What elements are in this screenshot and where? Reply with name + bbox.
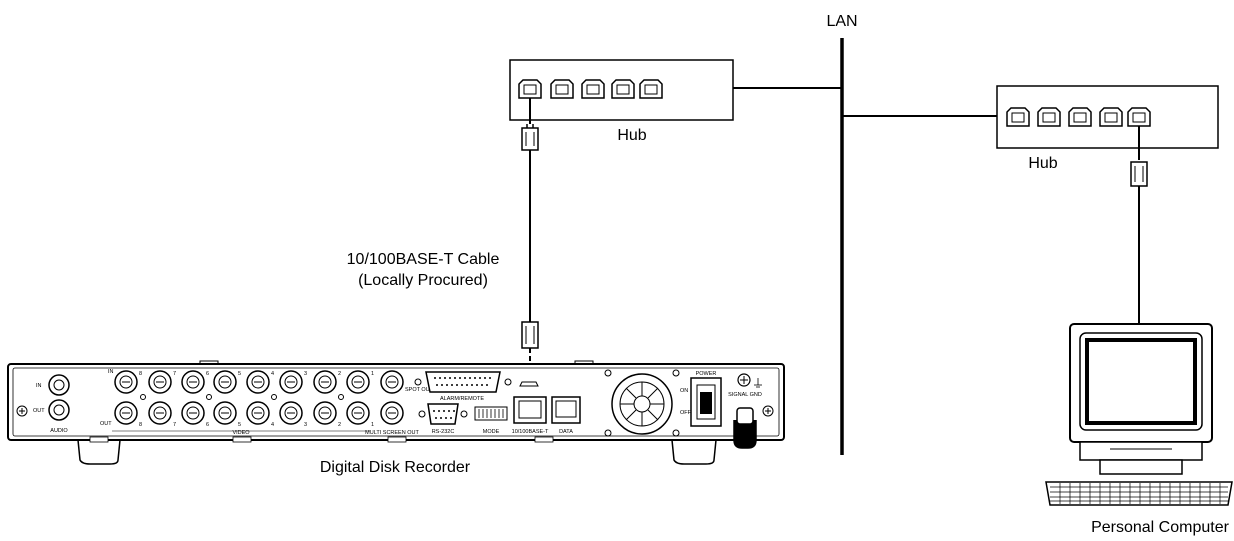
bnc-connector-icon: [246, 370, 270, 394]
screw-icon: [16, 405, 28, 417]
video-in-label: IN: [108, 369, 114, 375]
cable-label-line1: 10/100BASE-T Cable: [347, 251, 500, 268]
channel-numbers-top: 8 7 6 5 4 3 2 1: [139, 371, 374, 377]
channel-numbers-bottom: 8 7 6 5 4 3 2 1: [139, 422, 374, 428]
data-port: DATA: [551, 396, 581, 435]
audio-section: IN OUT AUDIO: [33, 374, 70, 434]
svg-text:7: 7: [173, 371, 176, 377]
hub-left-ports: [518, 79, 663, 99]
svg-text:8: 8: [139, 371, 142, 377]
lan-backbone: LAN: [733, 13, 997, 455]
alarm-remote-connector: ALARM/REMOTE: [414, 371, 512, 402]
video-out-label: OUT: [100, 421, 112, 427]
svg-text:5: 5: [238, 371, 241, 377]
svg-text:1: 1: [371, 422, 374, 428]
bnc-connector-icon: [148, 370, 172, 394]
svg-text:4: 4: [271, 422, 274, 428]
alarm-remote-label: ALARM/REMOTE: [440, 396, 484, 402]
bnc-connector-icon: [313, 401, 337, 425]
multi-screen-out-label: MULTI SCREEN OUT: [365, 430, 419, 436]
svg-text:3: 3: [304, 422, 307, 428]
power-cable: [733, 407, 757, 449]
cable-right: [1130, 126, 1148, 324]
svg-text:4: 4: [271, 371, 274, 377]
spot-out-label: SPOT OUT: [405, 387, 434, 393]
svg-text:5: 5: [238, 422, 241, 428]
svg-text:7: 7: [173, 422, 176, 428]
rj45-plug-icon: [521, 124, 539, 151]
bnc-connector-icon: [213, 370, 237, 394]
svg-text:3: 3: [304, 371, 307, 377]
base-t-label: 10/100BASE-T: [512, 429, 549, 435]
rj45-plug-icon: [521, 321, 539, 349]
power-switch: POWER ON OFF: [680, 371, 722, 427]
bnc-connector-icon: [313, 370, 337, 394]
bnc-connector-icon: [380, 370, 404, 394]
bnc-connector-icon: [246, 401, 270, 425]
svg-text:2: 2: [338, 422, 341, 428]
power-on-label: ON: [680, 388, 688, 394]
bnc-connector-icon: [114, 401, 138, 425]
hub-right: Hub: [996, 85, 1219, 172]
bnc-connector-icon: [346, 370, 370, 394]
ethernet-port: 10/100BASE-T: [512, 381, 549, 435]
bnc-connector-icon: [181, 370, 205, 394]
rj45-plug-icon: [1130, 161, 1148, 187]
svg-text:1: 1: [371, 371, 374, 377]
audio-out-label: OUT: [33, 408, 45, 414]
svg-text:8: 8: [139, 422, 142, 428]
hub-left-label: Hub: [617, 127, 646, 144]
hub-right-ports: [1006, 107, 1151, 127]
video-connectors: [114, 370, 404, 425]
signal-ground-terminal: SIGNAL GND: [728, 373, 762, 398]
recorder-label: Digital Disk Recorder: [320, 459, 471, 476]
svg-text:2: 2: [338, 371, 341, 377]
mode-switch: MODE: [474, 406, 508, 435]
cable-left: 10/100BASE-T Cable (Locally Procured): [347, 98, 539, 395]
bnc-connector-icon: [346, 401, 370, 425]
signal-gnd-label: SIGNAL GND: [728, 392, 762, 398]
cable-label-line2: (Locally Procured): [358, 272, 488, 289]
screw-icon: [762, 405, 774, 417]
bnc-connector-icon: [279, 401, 303, 425]
svg-text:6: 6: [206, 422, 209, 428]
mode-label: MODE: [483, 429, 500, 435]
fan-icon: [604, 369, 680, 437]
video-label: VIDEO: [232, 430, 250, 436]
power-off-label: OFF: [680, 410, 692, 416]
power-label: POWER: [696, 371, 717, 377]
audio-label: AUDIO: [50, 428, 68, 434]
keyboard-icon: [1045, 481, 1233, 506]
bnc-connector-icon: [148, 401, 172, 425]
rs232c-connector: RS-232C: [418, 403, 468, 435]
bnc-connector-icon: [181, 401, 205, 425]
svg-text:6: 6: [206, 371, 209, 377]
audio-in-label: IN: [36, 383, 42, 389]
bnc-connector-icon: [213, 401, 237, 425]
data-label: DATA: [559, 429, 573, 435]
computer-label: Personal Computer: [1091, 519, 1230, 536]
digital-disk-recorder: IN OUT AUDIO: [7, 360, 785, 476]
personal-computer: Personal Computer: [1045, 323, 1233, 536]
bnc-connector-icon: [279, 370, 303, 394]
lan-label: LAN: [826, 13, 857, 30]
monitor-icon: [1069, 323, 1213, 475]
rs232c-label: RS-232C: [432, 429, 455, 435]
hub-left: Hub: [509, 59, 734, 144]
hub-right-label: Hub: [1028, 155, 1057, 172]
bnc-connector-icon: [114, 370, 138, 394]
bnc-connector-icon: [380, 401, 404, 425]
